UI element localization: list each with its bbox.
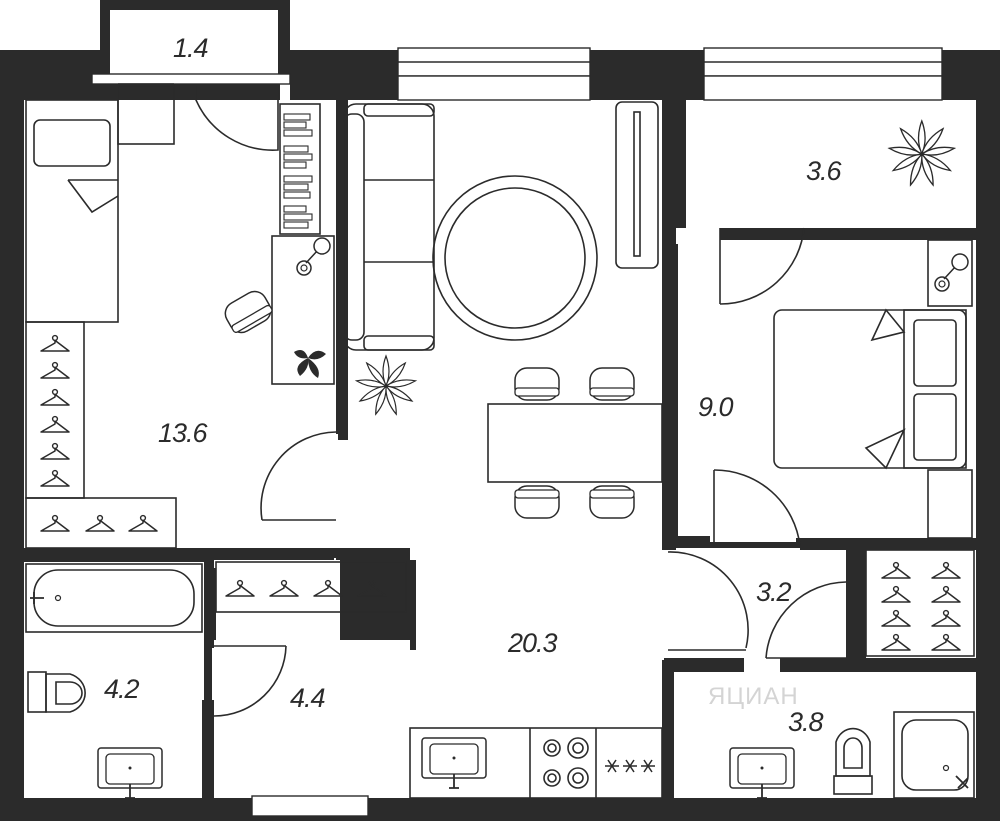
- tv-icon: [615, 101, 659, 269]
- area-label-bedroom-left: 13.6: [158, 418, 209, 448]
- watermark: ЯЦИАН: [708, 683, 799, 710]
- area-label-hall-left: 4.4: [290, 683, 325, 713]
- stove-icon: [543, 737, 589, 789]
- floor-fills: [210, 74, 796, 798]
- bathtub-icon: [25, 563, 203, 633]
- wardrobe: [25, 321, 177, 549]
- area-label-living-kitchen: 20.3: [507, 628, 558, 658]
- asterisk-row: [605, 759, 655, 773]
- toilet-icon: [27, 671, 86, 713]
- shower-icon: [893, 711, 975, 799]
- hall-wardrobe: [215, 561, 407, 613]
- sink-icon: [97, 747, 163, 799]
- chair-icon: [514, 367, 635, 519]
- rug-icon: [432, 175, 598, 341]
- area-label-bathroom-left: 4.2: [104, 674, 140, 704]
- sink-icon: [729, 747, 795, 799]
- area-label-loggia-top-left: 1.4: [173, 33, 208, 63]
- plant-icon: [888, 120, 956, 187]
- dining-table-icon: [487, 403, 663, 483]
- sofa-icon: [343, 103, 435, 351]
- bookshelf-icon: [279, 103, 321, 235]
- desk: [220, 235, 335, 385]
- hall-right-wardrobe: [865, 549, 975, 657]
- kitchen-counter: [409, 727, 663, 799]
- toilet-icon: [833, 727, 873, 795]
- windows: [91, 47, 943, 817]
- bed-icon: [25, 83, 175, 323]
- plant-icon: [355, 355, 417, 416]
- bed-icon: [773, 308, 967, 470]
- desk-lamp-icon: [296, 237, 331, 276]
- area-label-hall-right: 3.2: [756, 577, 792, 607]
- area-label-bathroom-right: 3.8: [788, 707, 824, 737]
- area-label-bedroom-right: 9.0: [698, 392, 734, 422]
- area-label-balcony-right: 3.6: [806, 156, 843, 186]
- sink-icon: [421, 737, 487, 789]
- nightstand: [927, 239, 973, 539]
- hanger-icon: [40, 334, 158, 532]
- doors: [195, 86, 847, 717]
- partitions: [24, 100, 976, 798]
- desk-lamp-icon: [934, 253, 969, 292]
